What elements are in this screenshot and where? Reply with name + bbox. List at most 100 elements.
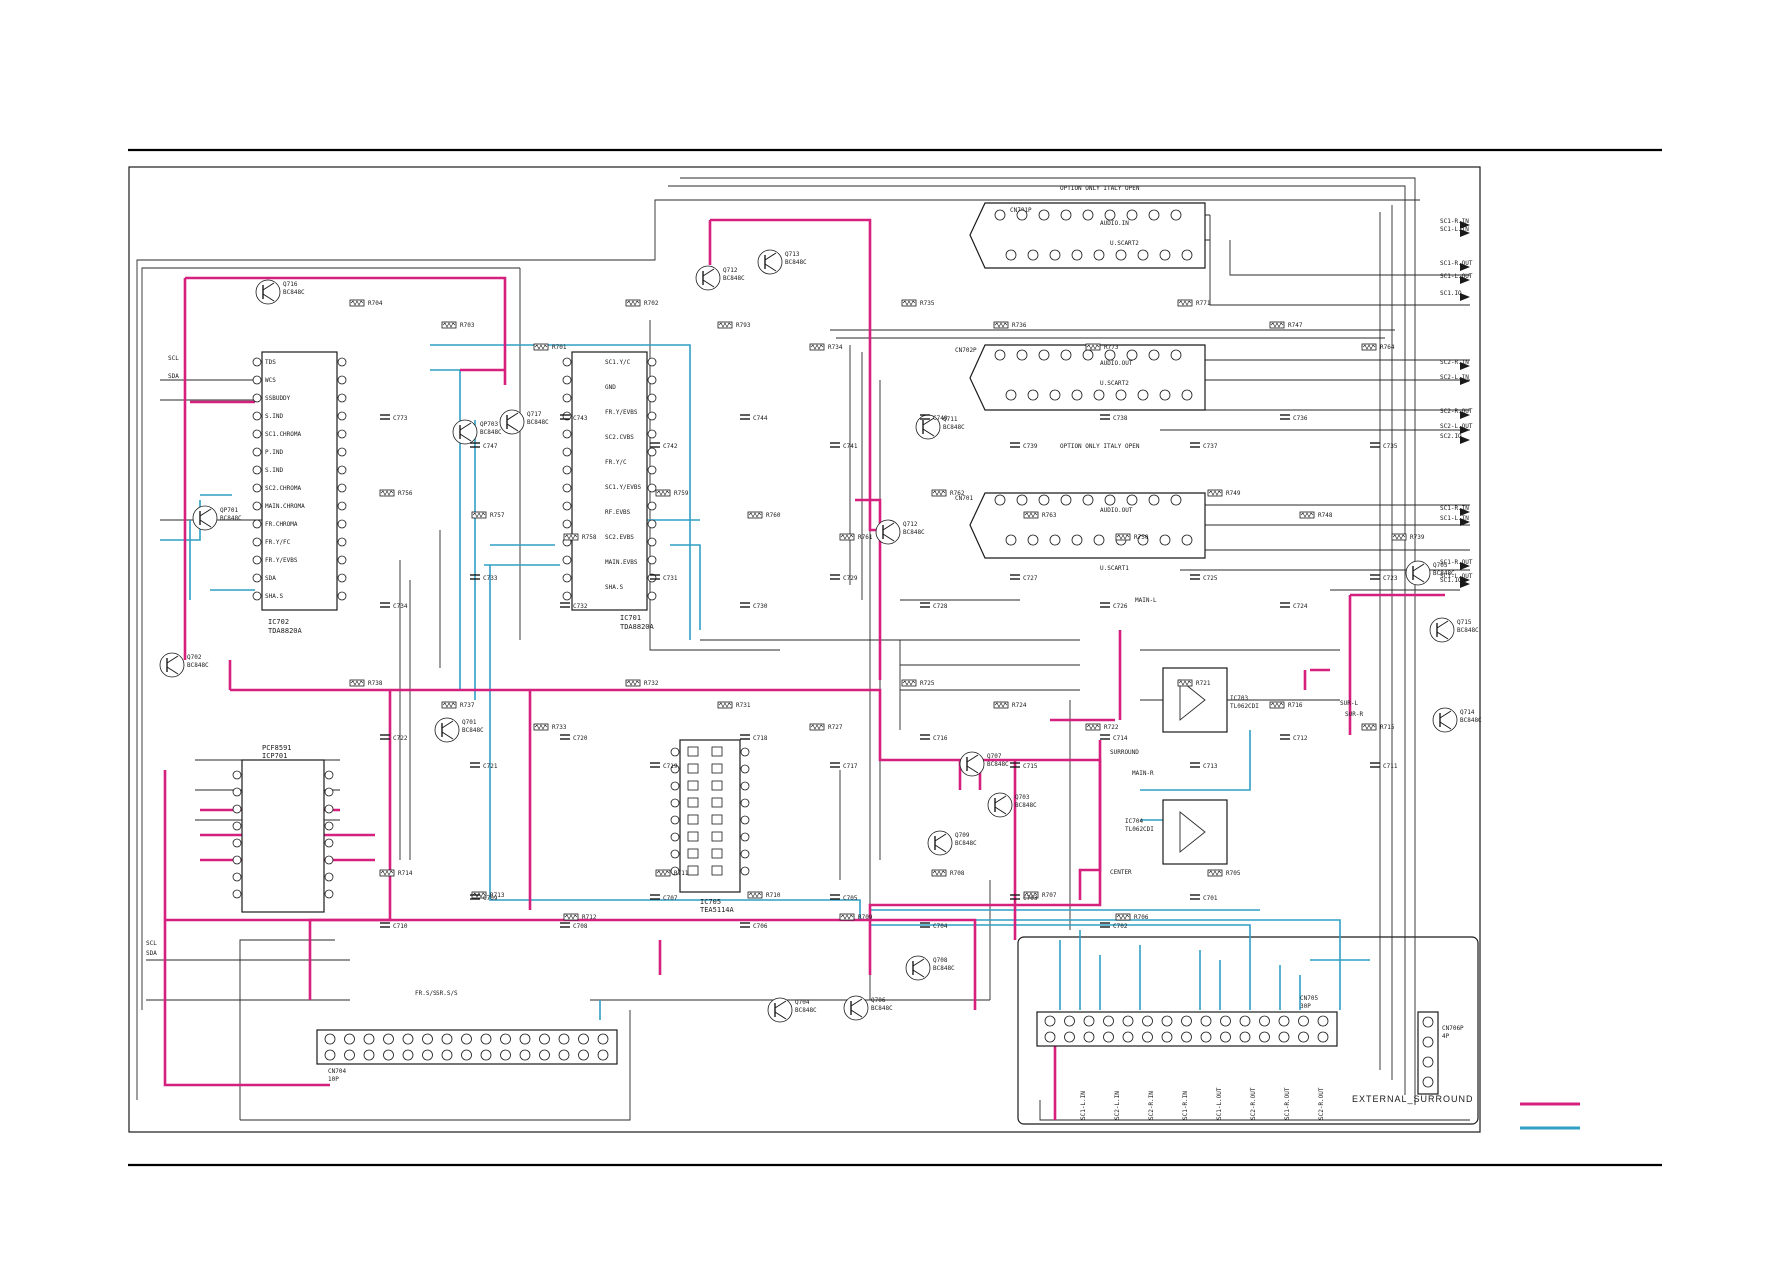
connector-pin [1259,1015,1270,1027]
resistor-label: R763 [1042,512,1057,519]
resistor-label: R750 [1134,534,1149,541]
resistor-body [1115,533,1131,541]
scart-pin [1049,389,1061,401]
connector-pin [1044,1031,1056,1043]
capacitor: C710 [380,922,408,930]
bus-bottom-label: SC2-R.OUT [1250,1087,1257,1120]
scart-pin [1104,494,1116,506]
scart-pin [1016,494,1028,506]
signal-arrow [1460,508,1470,516]
resistor: R708 [931,869,965,877]
ic705-pin [670,866,680,876]
capacitor: C701 [1190,894,1218,902]
resistor-body [747,511,763,519]
resistor-body [625,679,641,687]
connector-pin [363,1033,375,1045]
ic701-part: TDA8820A [620,623,655,631]
resistor-zigzag [626,300,640,306]
resistor-zigzag [350,300,364,306]
resistor-zigzag [1392,534,1406,540]
transistor-emitter [882,533,895,542]
signal-arrow [1460,276,1470,284]
scart-pin [1137,389,1149,401]
cn704-pins: 10P [328,1076,339,1083]
resistor-zigzag [1208,870,1222,876]
icp701-pin [232,770,242,780]
connector-pin [1200,1031,1212,1043]
ic701-pin [647,483,657,493]
ic702-pin [337,375,347,385]
connector-pin [1083,1015,1095,1027]
scart-pin [1181,389,1193,401]
option-note-1: OPTION ONLY ITALY OPEN [1060,185,1140,192]
resistor-zigzag [442,322,456,328]
capacitor-label: C719 [663,763,678,770]
capacitor: C740 [920,414,948,422]
resistor-zigzag [1024,892,1038,898]
resistor: R750 [1115,533,1149,541]
transistor-part: BC848C [871,1005,893,1012]
connector-pin [539,1033,550,1045]
resistor-label: R715 [1380,724,1395,731]
ic702-pin-label: WCS [265,377,276,384]
resistor: R733 [533,723,567,731]
capacitor-label: C726 [1113,603,1128,610]
misc-signal-label: SURROUND [1110,749,1139,756]
resistor: R710 [747,891,781,899]
connector-pin [597,1033,609,1045]
scart-pin [1181,249,1193,261]
resistor-label: R706 [1134,914,1149,921]
resistor: R725 [901,679,935,687]
signal-left-label: SDA [146,950,157,957]
resistor-body [625,299,641,307]
ic702-chip: IC702 TDA8820A TDSWCSSSBUDDYS.INDSC1.CHR… [252,351,347,635]
resistor: R714 [379,869,413,877]
resistor: R724 [993,701,1027,709]
signal-right-label: SC2-R.OUT [1440,408,1473,415]
capacitor-label: C741 [843,443,858,450]
transistor-layer: Q716BC848CQ713BC848CQ712BC848CQ717BC848C… [159,249,1482,1023]
transistor-collector [934,833,947,842]
resistor: R709 [839,913,873,921]
resistor: R736 [993,321,1027,329]
resistor: R758 [563,533,597,541]
bus-bottom-label: SC2-R.IN [1148,1091,1155,1120]
resistor-body [1361,343,1377,351]
ic704-chip: IC704 TL062CDI [1125,799,1228,865]
capacitor: C773 [380,414,408,422]
resistor-body [441,321,457,329]
resistor-label: R761 [858,534,873,541]
transistor-collector [922,417,935,426]
transistor-collector [1436,620,1449,629]
cn704-name: CN704 [328,1068,346,1075]
resistor-label: R757 [490,512,505,519]
resistor: R705 [1207,869,1241,877]
resistor-layer: R704R703R701R702R793R734R735R736R773R771… [349,299,1425,921]
resistor: R712 [563,913,597,921]
capacitor-label: C743 [573,415,588,422]
capacitor: C702 [1100,922,1128,930]
resistor: R764 [1361,343,1395,351]
ic701-pin [562,555,572,565]
resistor: R711 [655,869,689,877]
resistor-zigzag [1178,680,1192,686]
scart-pin [1159,389,1171,401]
ic705-switch [687,848,699,859]
ic705-pin [670,764,680,774]
connector-pin [1044,1015,1056,1027]
signal-right: SC1-R.IN [1440,505,1470,516]
connector-pin [422,1033,433,1045]
signal-right-label: SC1-R.OUT [1440,260,1473,267]
transistor-emitter [459,433,472,442]
resistor: R727 [809,723,843,731]
capacitor: C716 [920,734,948,742]
transistor-emitter [774,1011,787,1020]
ic702-pin [337,501,347,511]
connector-pin [1239,1015,1251,1027]
ic705-switch [711,848,723,859]
